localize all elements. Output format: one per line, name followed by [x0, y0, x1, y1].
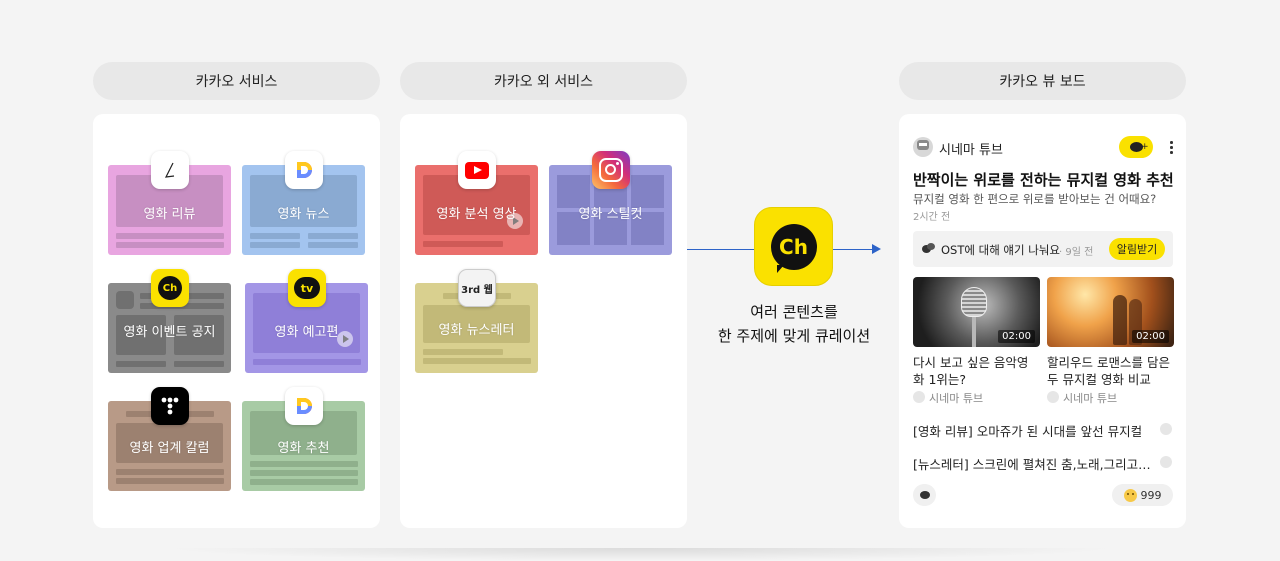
video-title-line: 다시 보고 싶은 음악영: [913, 355, 1029, 370]
kakao-tv-icon: tv: [288, 269, 326, 307]
third-party-web-icon: 3rd 웹: [458, 269, 496, 307]
tistory-icon: [151, 387, 189, 425]
flow-line-right: [833, 249, 873, 250]
play-icon: [337, 331, 353, 347]
board-subtitle: 뮤지컬 영화 한 편으로 위로를 받아보는 건 어때요?: [913, 192, 1157, 206]
section-header-view-board: 카카오 뷰 보드: [899, 62, 1186, 100]
kakao-channel-logo: Ch: [754, 207, 833, 286]
video-thumbnail[interactable]: 02:00: [1047, 277, 1174, 347]
emoji-icon: [1123, 488, 1137, 502]
badge-text: 3rd 웹: [461, 284, 493, 296]
card-label: 영화 추천: [277, 441, 330, 456]
video-title-line: 할리우드 로맨스를 담은: [1047, 355, 1170, 370]
video-channel: 시네마 튜브: [929, 392, 984, 405]
channel-name[interactable]: 시네마 튜브: [939, 143, 1003, 158]
chat-plus-icon: +: [1129, 142, 1149, 152]
video-duration: 02:00: [1132, 330, 1169, 343]
list-item[interactable]: [영화 리뷰] 오마쥬가 된 시대를 앞선 뮤지컬: [913, 424, 1143, 439]
daum-d-icon: [285, 151, 323, 189]
video-title[interactable]: 할리우드 로맨스를 담은 두 뮤지컬 영화 비교: [1047, 354, 1170, 388]
card-label: 영화 뉴스: [277, 207, 330, 222]
play-icon: [507, 213, 523, 229]
caption-line-1: 여러 콘텐츠를: [750, 303, 838, 321]
pen-icon: [151, 151, 189, 189]
curation-caption: 여러 콘텐츠를 한 주제에 맞게 큐레이션: [700, 300, 888, 348]
caption-line-2: 한 주제에 맞게 큐레이션: [717, 327, 871, 345]
logo-text: Ch: [779, 234, 808, 259]
more-menu-icon[interactable]: [1169, 141, 1173, 155]
video-channel: 시네마 튜브: [1063, 392, 1118, 405]
chat-icon: [1160, 423, 1172, 435]
list-item[interactable]: [뉴스레터] 스크린에 펼쳐진 춤,노래,그리고…: [913, 457, 1151, 472]
content-card-movie-trailer[interactable]: 영화 예고편: [245, 283, 368, 373]
section-title: 카카오 서비스: [195, 74, 278, 90]
card-label: 영화 스틸컷: [578, 207, 643, 222]
card-label: 영화 리뷰: [143, 207, 196, 222]
section-header-kakao-services: 카카오 서비스: [93, 62, 380, 100]
notice-bar[interactable]: OST에 대해 얘기 나눠요 · 9일 전 알림받기: [913, 231, 1173, 267]
section-title: 카카오 외 서비스: [493, 74, 594, 90]
board-title[interactable]: 반짝이는 위로를 전하는 뮤지컬 영화 추천: [913, 171, 1174, 189]
channel-avatar-small: [1047, 391, 1059, 403]
video-title[interactable]: 다시 보고 싶은 음악영 화 1위는?: [913, 354, 1028, 388]
chat-bubbles-icon: [922, 243, 935, 254]
comment-icon: [919, 491, 930, 499]
flow-line-left: [687, 249, 754, 250]
card-label: 영화 뉴스레터: [438, 323, 515, 338]
reaction-button[interactable]: 999: [1112, 484, 1173, 506]
alert-subscribe-button[interactable]: 알림받기: [1109, 238, 1165, 260]
video-duration: 02:00: [998, 330, 1035, 343]
arrow-right-icon: [872, 244, 881, 254]
comment-button[interactable]: [913, 484, 936, 506]
board-time: 2시간 전: [913, 212, 951, 223]
kakao-channel-icon: Ch: [151, 269, 189, 307]
bottom-shadow: [160, 548, 1120, 561]
notice-text: OST에 대해 얘기 나눠요: [941, 243, 1060, 257]
card-label: 영화 업계 칼럼: [129, 441, 210, 456]
youtube-icon: [458, 151, 496, 189]
card-label: 영화 분석 영상: [436, 207, 517, 222]
section-header-external-services: 카카오 외 서비스: [400, 62, 687, 100]
video-title-line: 두 뮤지컬 영화 비교: [1047, 372, 1151, 387]
card-label: 영화 예고편: [274, 325, 339, 340]
chat-icon: [1160, 456, 1172, 468]
add-channel-button[interactable]: +: [1119, 136, 1153, 158]
daum-d-icon: [285, 387, 323, 425]
instagram-icon: [592, 151, 630, 189]
video-title-line: 화 1위는?: [913, 372, 967, 387]
reaction-count: 999: [1140, 488, 1162, 502]
content-card-stillcut[interactable]: 영화 스틸컷: [549, 165, 672, 255]
avatar[interactable]: [913, 137, 933, 157]
notice-time: · 9일 전: [1059, 247, 1094, 258]
section-title: 카카오 뷰 보드: [999, 74, 1086, 90]
video-thumbnail[interactable]: 02:00: [913, 277, 1040, 347]
card-label: 영화 이벤트 공지: [123, 325, 216, 340]
channel-avatar-small: [913, 391, 925, 403]
